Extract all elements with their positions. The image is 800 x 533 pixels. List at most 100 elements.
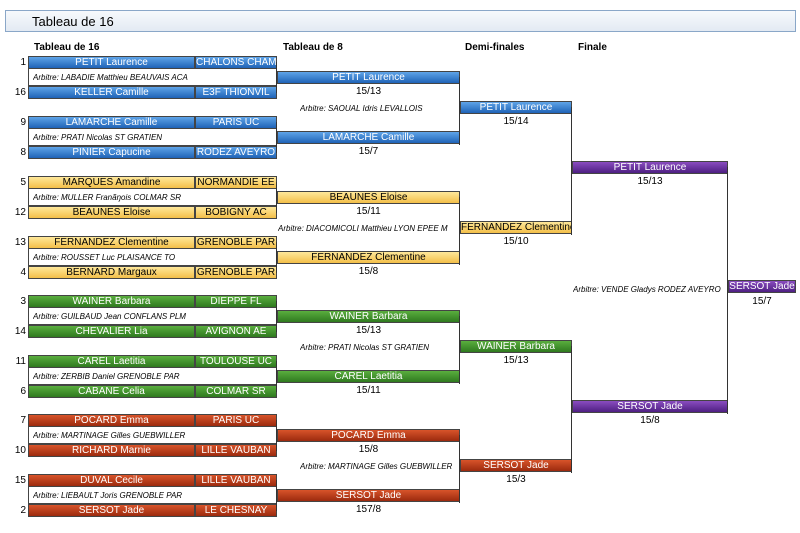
fencer-name-box[interactable]: PETIT Laurence: [28, 56, 195, 69]
round8-score: 15/11: [356, 385, 381, 396]
bracket-line: [276, 480, 277, 511]
semifinal-score: 15/10: [503, 236, 529, 247]
round8-fencer-box[interactable]: PETIT Laurence: [277, 71, 460, 84]
round8-score: 15/8: [358, 444, 379, 455]
referee-label: Arbitre: ROUSSET Luc PLAISANCE TO: [33, 253, 176, 262]
bracket-line: [276, 361, 277, 392]
seed-number: 10: [14, 445, 26, 456]
column-header-final: Finale: [578, 42, 607, 53]
club-box: NORMANDIE EE: [195, 176, 277, 189]
round8-score: 15/13: [355, 86, 382, 97]
round8-fencer-box[interactable]: FERNANDEZ Clementine: [277, 251, 460, 264]
seed-number: 15: [14, 475, 26, 486]
referee-label: Arbitre: MARTINAGE Gilles GUEBWILLER: [33, 431, 186, 440]
seed-number: 6: [20, 386, 26, 397]
fencer-name-box[interactable]: LAMARCHE Camille: [28, 116, 195, 129]
round8-score: 157/8: [355, 504, 382, 515]
fencer-name-box[interactable]: BEAUNES Eloise: [28, 206, 195, 219]
page-title: Tableau de 16: [32, 14, 114, 29]
club-box: LILLE VAUBAN: [195, 444, 277, 457]
winner-score: 15/7: [752, 296, 772, 307]
referee-label: Arbitre: GUILBAUD Jean CONFLANS PLM: [33, 312, 186, 321]
referee-label: Arbitre: MULLER Franãŋois COLMAR SR: [33, 193, 182, 202]
round8-fencer-box[interactable]: SERSOT Jade: [277, 489, 460, 502]
bracket-line: [459, 316, 460, 384]
club-box: BOBIGNY AC: [195, 206, 277, 219]
column-header-semis: Demi-finales: [465, 42, 525, 53]
seed-number: 4: [20, 267, 26, 278]
seed-number: 3: [20, 296, 26, 307]
round8-score: 15/8: [358, 266, 379, 277]
seed-number: 5: [20, 177, 26, 188]
column-header-round16: Tableau de 16: [34, 42, 100, 53]
round8-fencer-box[interactable]: WAINER Barbara: [277, 310, 460, 323]
fencer-name-box[interactable]: KELLER Camille: [28, 86, 195, 99]
round8-fencer-box[interactable]: CAREL Laetitia: [277, 370, 460, 383]
bracket-line: [459, 77, 460, 145]
semifinal-fencer-box[interactable]: SERSOT Jade: [460, 459, 572, 472]
bracket-line: [276, 301, 277, 332]
club-box: GRENOBLE PAR: [195, 266, 277, 279]
referee-label: Arbitre: ZERBIB Daniel GRENOBLE PAR: [33, 372, 180, 381]
round8-score: 15/11: [356, 206, 381, 217]
referee-label: Arbitre: PRATI Nicolas ST GRATIEN: [300, 343, 430, 352]
semifinal-score: 15/14: [503, 116, 529, 127]
fencer-name-box[interactable]: POCARD Emma: [28, 414, 195, 427]
final-fencer-box[interactable]: SERSOT Jade: [572, 400, 728, 413]
bracket-line: [276, 242, 277, 273]
fencer-name-box[interactable]: CABANE Celia: [28, 385, 195, 398]
fencer-name-box[interactable]: BERNARD Margaux: [28, 266, 195, 279]
club-box: COLMAR SR: [195, 385, 277, 398]
seed-number: 8: [20, 147, 26, 158]
winner-box[interactable]: SERSOT Jade: [728, 280, 796, 293]
round8-fencer-box[interactable]: LAMARCHE Camille: [277, 131, 460, 144]
round8-fencer-box[interactable]: BEAUNES Eloise: [277, 191, 460, 204]
fencer-name-box[interactable]: CHEVALIER Lia: [28, 325, 195, 338]
referee-label: Arbitre: SAOUAL Idris LEVALLOIS: [300, 104, 423, 113]
seed-number: 1: [20, 57, 26, 68]
seed-number: 9: [20, 117, 26, 128]
bracket-line: [727, 167, 728, 414]
fencer-name-box[interactable]: RICHARD Marnie: [28, 444, 195, 457]
bracket-line: [571, 346, 572, 473]
fencer-name-box[interactable]: SERSOT Jade: [28, 504, 195, 517]
round8-score: 15/13: [355, 325, 382, 336]
fencer-name-box[interactable]: CAREL Laetitia: [28, 355, 195, 368]
bracket-line: [276, 420, 277, 451]
semifinal-fencer-box[interactable]: WAINER Barbara: [460, 340, 572, 353]
semifinal-score: 15/13: [503, 355, 529, 366]
club-box: RODEZ AVEYRO: [195, 146, 277, 159]
semifinal-fencer-box[interactable]: PETIT Laurence: [460, 101, 572, 114]
semifinal-fencer-box[interactable]: FERNANDEZ Clementine: [460, 221, 572, 234]
bracket-line: [571, 107, 572, 235]
bracket-line: [276, 122, 277, 153]
final-referee-label: Arbitre: VENDE Gladys RODEZ AVEYRO: [573, 285, 721, 294]
club-box: PARIS UC: [195, 116, 277, 129]
club-box: LE CHESNAY: [195, 504, 277, 517]
club-box: AVIGNON AE: [195, 325, 277, 338]
seed-number: 16: [14, 87, 26, 98]
fencer-name-box[interactable]: MARQUES Amandine: [28, 176, 195, 189]
fencer-name-box[interactable]: FERNANDEZ Clementine: [28, 236, 195, 249]
referee-label: Arbitre: LIEBAULT Joris GRENOBLE PAR: [33, 491, 183, 500]
final-score: 15/13: [637, 176, 663, 187]
club-box: GRENOBLE PAR: [195, 236, 277, 249]
seed-number: 13: [14, 237, 26, 248]
seed-number: 11: [15, 356, 26, 367]
final-fencer-box[interactable]: PETIT Laurence: [572, 161, 728, 174]
column-header-round8: Tableau de 8: [283, 42, 343, 53]
seed-number: 2: [20, 505, 26, 516]
bracket-line: [459, 435, 460, 503]
fencer-name-box[interactable]: WAINER Barbara: [28, 295, 195, 308]
round8-fencer-box[interactable]: POCARD Emma: [277, 429, 460, 442]
bracket-line: [276, 62, 277, 93]
fencer-name-box[interactable]: DUVAL Cecile: [28, 474, 195, 487]
club-box: LILLE VAUBAN: [195, 474, 277, 487]
round8-score: 15/7: [358, 146, 379, 157]
fencer-name-box[interactable]: PINIER Capucine: [28, 146, 195, 159]
referee-label: Arbitre: MARTINAGE Gilles GUEBWILLER: [300, 462, 453, 471]
bracket-line: [276, 182, 277, 213]
club-box: DIEPPE FL: [195, 295, 277, 308]
club-box: TOULOUSE UC: [195, 355, 277, 368]
